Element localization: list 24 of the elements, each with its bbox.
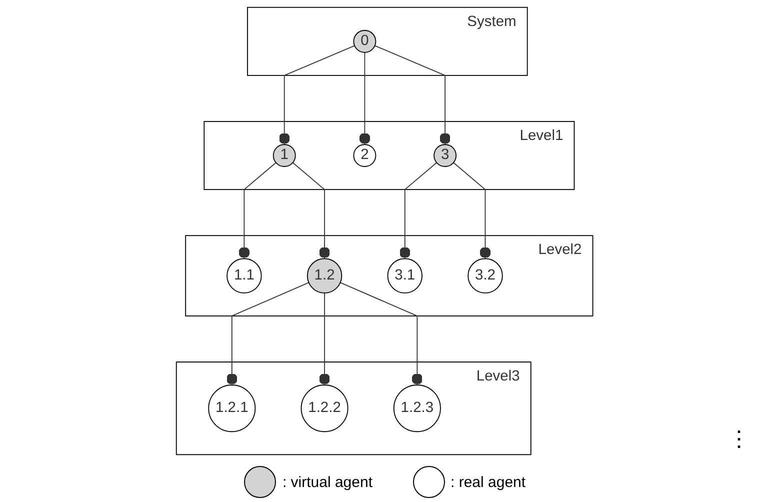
node-circle: 1.2.2 [301,384,349,432]
connector [279,45,356,145]
node-circle: 1.1 [227,258,262,294]
connector [292,162,331,260]
ellipsis-mark: ⋮ [728,426,750,452]
legend-text: : virtual agent [282,474,372,490]
connector [226,282,310,386]
node-circle: 0 [354,30,377,53]
connector [340,282,424,386]
node-circle: 1.2 [307,258,343,294]
connector [319,292,331,386]
connector [239,162,277,260]
node-circle: 3.1 [388,258,423,294]
connector [374,45,452,145]
node-circle: 3 [434,144,457,167]
connector [360,52,371,145]
node-circle: 1 [273,144,296,167]
connector [453,162,492,260]
node-circle: 1.2.1 [208,384,256,432]
legend-text: : real agent [450,474,526,490]
node-circle: 2 [354,144,377,167]
node-circle: 3.2 [468,258,504,294]
node-circle: 1.2.3 [394,384,442,432]
connector [400,162,438,260]
